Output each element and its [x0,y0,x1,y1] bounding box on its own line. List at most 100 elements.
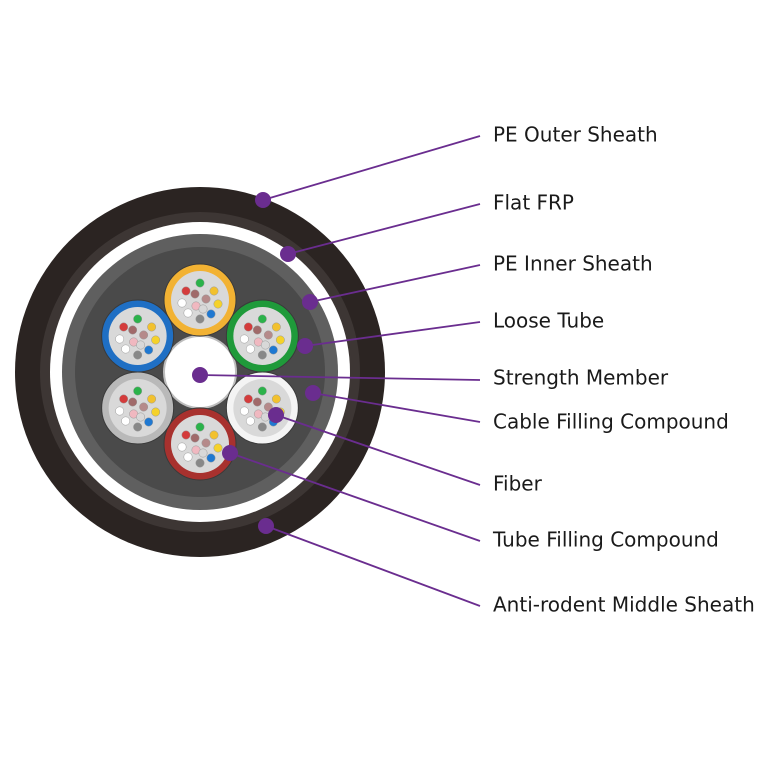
fiber [243,322,253,332]
fiber [275,335,285,345]
pin-loose-tube [297,338,313,354]
label-flat-frp: Flat FRP [493,191,574,215]
fiber [271,322,281,332]
fiber [198,304,208,314]
fiber [195,422,205,432]
loose-tube-red [163,407,237,481]
leader-flat-frp [287,203,481,255]
fiber [239,406,249,416]
fiber [195,278,205,288]
leader-cable-filling-compound [312,392,481,423]
fiber [201,294,211,304]
fiber [209,430,219,440]
fiber [147,394,157,404]
fiber [151,407,161,417]
label-pe-inner-sheath: PE Inner Sheath [493,252,653,276]
pin-strength-member [192,367,208,383]
fiber [209,286,219,296]
fiber [268,345,278,355]
fiber [119,322,129,332]
fiber [271,394,281,404]
fiber [245,344,255,354]
fiber [139,330,149,340]
fiber [213,299,223,309]
fiber [133,422,143,432]
fiber [190,289,200,299]
fiber [206,453,216,463]
fiber [139,402,149,412]
loose-tube-orange [163,263,237,337]
pin-tube-filling-compound [222,445,238,461]
leader-tube-filling-compound [229,452,481,542]
fiber [133,314,143,324]
pin-flat-frp [280,246,296,262]
fiber [133,350,143,360]
pin-pe-outer-sheath [255,192,271,208]
fiber [201,438,211,448]
loose-tubes-group [101,263,299,481]
fiber [119,394,129,404]
fiber [115,406,125,416]
leader-pe-inner-sheath [309,264,481,303]
label-loose-tube: Loose Tube [493,309,604,333]
label-anti-rodent-middle-sheath: Anti-rodent Middle Sheath [493,593,755,617]
fiber [181,430,191,440]
loose-tube-white [225,371,299,445]
fiber [128,325,138,335]
fiber [245,416,255,426]
fiber [183,452,193,462]
fiber [263,402,273,412]
loose-tube-blue [101,299,175,373]
label-pe-outer-sheath: PE Outer Sheath [493,123,658,147]
fiber [257,386,267,396]
loose-tube-grey [101,371,175,445]
fiber [183,308,193,318]
fiber [136,412,146,422]
fiber [243,394,253,404]
label-cable-filling-compound: Cable Filling Compound [493,410,729,434]
fiber [121,416,131,426]
leader-loose-tube [304,321,481,347]
pin-cable-filling-compound [305,385,321,401]
fiber [239,334,249,344]
fiber [257,314,267,324]
pin-fiber [268,407,284,423]
fiber [177,442,187,452]
pin-anti-rodent-middle-sheath [258,518,274,534]
fiber [144,345,154,355]
leader-lines [192,135,481,607]
label-tube-filling-compound: Tube Filling Compound [492,528,719,552]
fiber [121,344,131,354]
leader-fiber [275,414,481,486]
label-strength-member: Strength Member [493,366,669,390]
labels: PE Outer Sheath Flat FRP PE Inner Sheath… [492,123,755,617]
pin-pe-inner-sheath [302,294,318,310]
fiber [257,350,267,360]
fiber [206,309,216,319]
fiber [128,397,138,407]
fiber [263,330,273,340]
leader-pe-outer-sheath [262,135,481,201]
fiber [133,386,143,396]
fiber [144,417,154,427]
fiber [115,334,125,344]
fiber [136,340,146,350]
fiber [147,322,157,332]
fiber [213,443,223,453]
fiber [151,335,161,345]
fiber [177,298,187,308]
fiber [195,314,205,324]
fiber [198,448,208,458]
fiber [195,458,205,468]
fiber [252,397,262,407]
label-fiber: Fiber [493,472,543,496]
fiber [252,325,262,335]
fiber [190,433,200,443]
leader-strength-member [199,374,481,381]
fiber [181,286,191,296]
fiber [257,422,267,432]
fiber [260,340,270,350]
leader-anti-rodent-middle-sheath [265,525,481,607]
loose-tube-green [225,299,299,373]
